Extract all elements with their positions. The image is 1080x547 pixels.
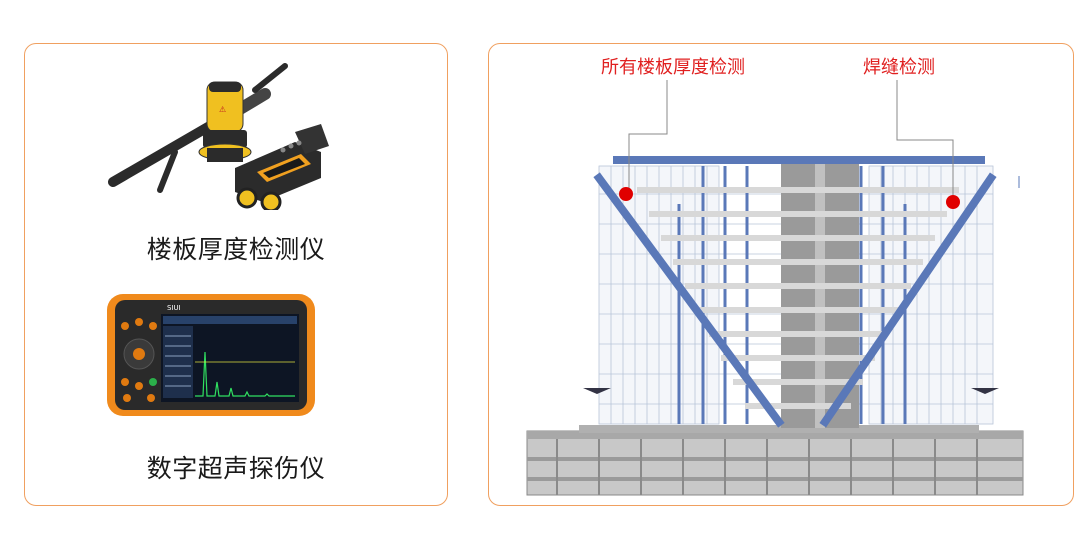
svg-text:⚠: ⚠ — [219, 105, 226, 114]
roof-truss — [613, 156, 985, 164]
brand-label: SIUI — [167, 304, 181, 312]
floor-thickness-marker — [619, 187, 633, 201]
diagonal-braces — [593, 172, 997, 428]
weld-inspection-callout: 焊缝检测 — [863, 57, 935, 78]
callout-leaders — [628, 80, 954, 198]
floor-slabs — [637, 187, 959, 409]
floor-thickness-gauge-label: 楼板厚度检测仪 — [146, 235, 326, 264]
weld-inspection-marker — [946, 195, 960, 209]
basement-structure — [526, 425, 1024, 496]
ultrasonic-flaw-detector-label: 数字超声探伤仪 — [146, 454, 326, 483]
floor-thickness-gauge-image: ⚠ — [108, 63, 329, 210]
equipment-card: ⚠ 楼板厚度检测仪 SIUI — [24, 43, 448, 506]
building-structure-diagram — [526, 80, 1024, 496]
ultrasonic-flaw-detector-image: SIUI — [107, 294, 315, 416]
floor-thickness-callout: 所有楼板厚度检测 — [601, 57, 745, 78]
building-diagram-card: 所有楼板厚度检测 焊缝检测 — [488, 43, 1074, 506]
